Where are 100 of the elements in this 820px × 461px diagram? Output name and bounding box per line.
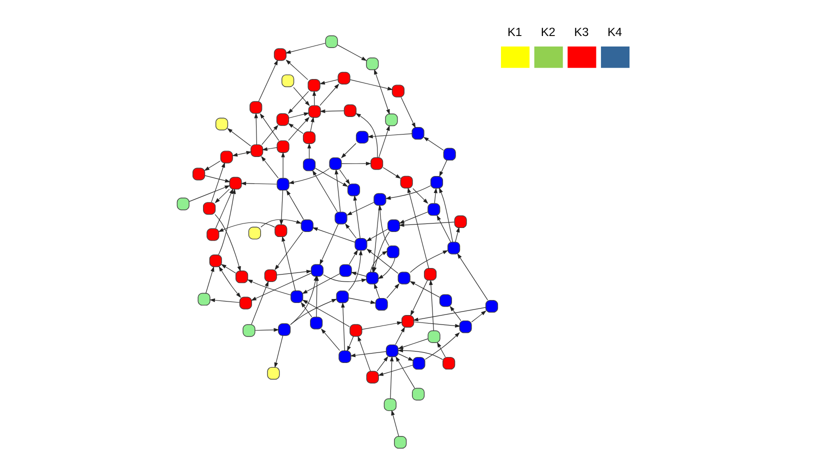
node-box — [366, 271, 378, 284]
arrow — [320, 328, 340, 350]
arrow — [218, 222, 275, 232]
arrow — [389, 355, 394, 398]
node-box — [278, 322, 290, 336]
arrow — [286, 189, 304, 220]
node-box — [446, 241, 460, 254]
arrow — [400, 96, 416, 128]
arrow — [438, 159, 447, 176]
arrow — [319, 108, 344, 113]
arrow — [319, 83, 339, 106]
arrow — [384, 184, 430, 200]
arrow — [449, 305, 461, 320]
arrow — [424, 332, 460, 360]
arrow — [288, 112, 309, 118]
arrow — [209, 298, 240, 302]
node-box — [458, 320, 472, 333]
arrow — [374, 68, 390, 114]
node-box — [192, 167, 205, 180]
node-box — [373, 192, 386, 206]
node-box — [370, 156, 383, 170]
arrow — [281, 236, 296, 290]
arrow — [394, 326, 404, 344]
node-box — [176, 197, 189, 210]
arrow — [261, 124, 278, 144]
arrow — [352, 194, 360, 238]
arrow — [276, 269, 312, 275]
arrow — [188, 184, 230, 202]
arrow — [398, 221, 454, 226]
node-box — [264, 268, 276, 282]
arrow — [377, 257, 395, 278]
node-box — [324, 34, 338, 48]
arrow — [410, 280, 428, 316]
node-box — [336, 290, 348, 303]
node-box — [220, 150, 232, 163]
arrow — [288, 116, 310, 140]
node-box — [300, 218, 313, 232]
arrow — [397, 338, 428, 348]
arrow — [260, 218, 302, 227]
arrow — [413, 321, 460, 328]
arrow — [422, 136, 444, 150]
arrow — [288, 168, 330, 184]
arrow — [274, 334, 283, 368]
node-box — [366, 370, 378, 383]
node-box — [442, 147, 456, 160]
arrow — [377, 364, 413, 376]
arrow — [397, 348, 442, 360]
arrow — [312, 226, 355, 242]
arrow — [314, 274, 318, 317]
node-box — [383, 398, 396, 411]
node-box — [334, 211, 347, 224]
node-box — [214, 117, 228, 130]
arrow — [204, 160, 220, 170]
arrow — [470, 310, 486, 322]
arrow — [214, 188, 230, 203]
node-box — [442, 356, 455, 370]
arrow — [254, 328, 279, 332]
arrow — [280, 151, 284, 178]
node-box — [337, 71, 350, 84]
arrow — [361, 320, 402, 330]
arrow — [374, 282, 380, 298]
arrow — [279, 190, 283, 225]
node-box — [374, 297, 388, 310]
arrow — [428, 279, 434, 330]
arrow — [250, 272, 311, 300]
arrow — [254, 112, 258, 144]
arrow — [357, 335, 370, 371]
node-box — [290, 290, 303, 303]
node-box — [411, 126, 424, 140]
arrow — [340, 302, 344, 350]
arrow — [436, 342, 446, 357]
node-box — [423, 268, 436, 280]
arrow — [232, 150, 252, 156]
arrow — [349, 78, 392, 90]
arrow — [319, 78, 338, 84]
node-box — [307, 78, 320, 92]
node-box — [238, 296, 252, 309]
node-box — [273, 48, 286, 60]
arrow — [259, 112, 279, 140]
legend-label: K2 — [540, 24, 555, 38]
arrow — [438, 187, 452, 242]
arrow — [292, 86, 310, 106]
node-box — [228, 176, 242, 190]
arrow — [302, 299, 350, 327]
arrow — [306, 142, 311, 158]
node-box — [354, 238, 367, 250]
arrow — [310, 116, 314, 132]
node-box — [386, 245, 399, 258]
arrow — [409, 250, 448, 272]
arrow — [285, 59, 308, 80]
node-box — [249, 100, 262, 114]
arrow — [348, 249, 358, 264]
node-box — [484, 300, 498, 312]
node-box — [302, 130, 316, 144]
node-box — [391, 84, 404, 97]
arrow — [395, 356, 414, 388]
arrow — [340, 161, 371, 165]
node-box — [346, 183, 360, 196]
arrow — [340, 142, 356, 158]
arrow — [398, 211, 428, 224]
